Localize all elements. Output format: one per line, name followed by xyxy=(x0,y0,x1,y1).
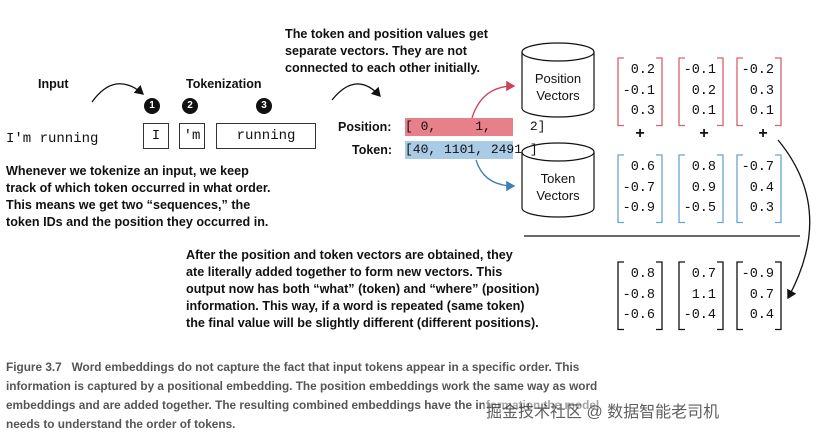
step-badge-2: 2 xyxy=(182,98,198,114)
caption-line-1: Figure 3.7 Word embeddings do not captur… xyxy=(6,358,814,377)
after-obtained-note: After the position and token vectors are… xyxy=(186,247,539,332)
position-vector-value: 0.2 xyxy=(630,63,655,78)
token-vector-value: 0.9 xyxy=(691,180,716,196)
note-line: track of which token occurred in what or… xyxy=(6,181,271,195)
separate-vectors-note: The token and position values get separa… xyxy=(285,26,488,77)
token-vectors-cylinder xyxy=(521,142,595,218)
cylinder-label-line: Vectors xyxy=(536,88,580,103)
position-vector-column: 0.2 -0.1 0.3 xyxy=(618,61,662,123)
token-vector-bracket xyxy=(736,154,782,224)
position-vector-value: -0.1 xyxy=(622,83,655,99)
position-vector-bracket xyxy=(617,57,663,127)
position-vector-column: -0.1 0.2 0.1 xyxy=(679,61,723,123)
position-arrow xyxy=(471,80,516,119)
token-vector-value: 0.6 xyxy=(630,160,655,175)
cylinder-label-line: Position xyxy=(534,71,582,86)
input-label: Input xyxy=(38,77,69,91)
watermark: 掘金技术社区 @ 数据智能老司机 xyxy=(484,398,722,422)
token-vector-bracket xyxy=(678,154,724,224)
position-vectors-cylinder xyxy=(521,42,595,118)
token-vector-column: -0.7 0.4 0.3 xyxy=(737,158,781,220)
input-to-tokenization-arrow xyxy=(91,83,144,103)
result-vector-column: 0.8 -0.8 -0.6 xyxy=(618,265,662,327)
position-label: Position: xyxy=(338,120,392,134)
position-vector-bracket xyxy=(678,57,724,127)
note-line: connected to each other initially. xyxy=(285,61,481,75)
caption-line: information is captured by a positional … xyxy=(6,379,598,393)
note-line: separate vectors. They are not xyxy=(285,44,467,58)
position-vector-value: 0.2 xyxy=(691,83,716,99)
token-label: Token: xyxy=(352,143,393,157)
token-vector-column: 0.6 -0.7 -0.9 xyxy=(618,158,662,220)
figure-number: Figure 3.7 xyxy=(6,360,62,374)
note-line: After the position and token vectors are… xyxy=(186,248,513,262)
note-line: The token and position values get xyxy=(285,27,488,41)
position-values: [ 0, 1, 2] xyxy=(405,118,546,136)
step-badge-3: 3 xyxy=(256,98,272,114)
token-vectors-label: Token Vectors xyxy=(522,170,594,204)
note-line: ate literally added together to form new… xyxy=(186,265,503,279)
token-vector-bracket xyxy=(617,154,663,224)
token-vector-column: 0.8 0.9 -0.5 xyxy=(679,158,723,220)
result-vector-value: -0.4 xyxy=(683,308,716,323)
cylinder-label-line: Token xyxy=(540,171,576,186)
plus-sign: + xyxy=(758,125,768,142)
result-vector-bracket xyxy=(678,261,724,331)
position-vector-bracket xyxy=(736,57,782,127)
token-vector-value: 0.8 xyxy=(691,160,716,175)
note-line: token IDs and the position they occurred… xyxy=(6,215,269,229)
input-text: I'm running xyxy=(6,131,99,147)
result-vector-value: 0.4 xyxy=(749,308,774,323)
note-line: Whenever we tokenize an input, we keep xyxy=(6,164,249,178)
plus-sign: + xyxy=(699,125,709,142)
tokenization-to-values-arrow xyxy=(331,83,381,101)
caption-line: needs to understand the order of tokens. xyxy=(6,417,236,431)
result-vector-value: 1.1 xyxy=(691,287,716,303)
token-arrow xyxy=(475,159,516,192)
figure-caption: Figure 3.7 Word embeddings do not captur… xyxy=(6,358,814,434)
result-vector-value: 0.7 xyxy=(749,287,774,303)
caption-line: embeddings and are added together. The r… xyxy=(6,398,600,412)
token-box-1: I xyxy=(143,123,169,149)
result-vector-bracket xyxy=(617,261,663,331)
sum-arrow xyxy=(777,139,811,300)
step-badge-1: 1 xyxy=(144,98,160,114)
result-vector-column: 0.7 1.1 -0.4 xyxy=(679,265,723,327)
token-vector-value: -0.9 xyxy=(622,201,655,216)
result-vector-value: -0.9 xyxy=(741,267,774,282)
result-vector-value: 0.7 xyxy=(691,267,716,282)
result-vector-column: -0.9 0.7 0.4 xyxy=(737,265,781,327)
token-vector-value: 0.3 xyxy=(749,201,774,216)
caption-text: Word embeddings do not capture the fact … xyxy=(71,360,580,374)
note-line: information. This way, if a word is repe… xyxy=(186,299,525,313)
position-vector-value: -0.2 xyxy=(741,63,774,78)
whenever-tokenize-note: Whenever we tokenize an input, we keep t… xyxy=(6,163,271,231)
cylinder-label-line: Vectors xyxy=(536,188,580,203)
token-vector-value: -0.7 xyxy=(622,180,655,196)
tokenization-label: Tokenization xyxy=(186,77,262,91)
position-vector-value: 0.3 xyxy=(749,83,774,99)
position-vector-value: 0.1 xyxy=(749,104,774,119)
note-line: This means we get two “sequences,” the xyxy=(6,198,251,212)
note-line: the final value will be slightly differe… xyxy=(186,316,539,330)
result-vector-bracket xyxy=(736,261,782,331)
token-box-2: 'm xyxy=(179,123,205,149)
position-vectors-label: Position Vectors xyxy=(522,70,594,104)
token-vector-value: 0.4 xyxy=(749,180,774,196)
position-vector-value: 0.1 xyxy=(691,104,716,119)
token-vector-value: -0.5 xyxy=(683,201,716,216)
note-line: output now has both “what” (token) and “… xyxy=(186,282,540,296)
result-vector-value: 0.8 xyxy=(630,267,655,282)
token-vector-value: -0.7 xyxy=(741,160,774,175)
result-vector-value: -0.6 xyxy=(622,308,655,323)
result-vector-value: -0.8 xyxy=(622,287,655,303)
plus-sign: + xyxy=(635,125,645,142)
position-vector-value: -0.1 xyxy=(683,63,716,78)
token-values: [40, 1101, 2491 ] xyxy=(405,141,538,159)
token-box-3: running xyxy=(216,123,316,149)
position-vector-column: -0.2 0.3 0.1 xyxy=(737,61,781,123)
position-vector-value: 0.3 xyxy=(630,104,655,119)
